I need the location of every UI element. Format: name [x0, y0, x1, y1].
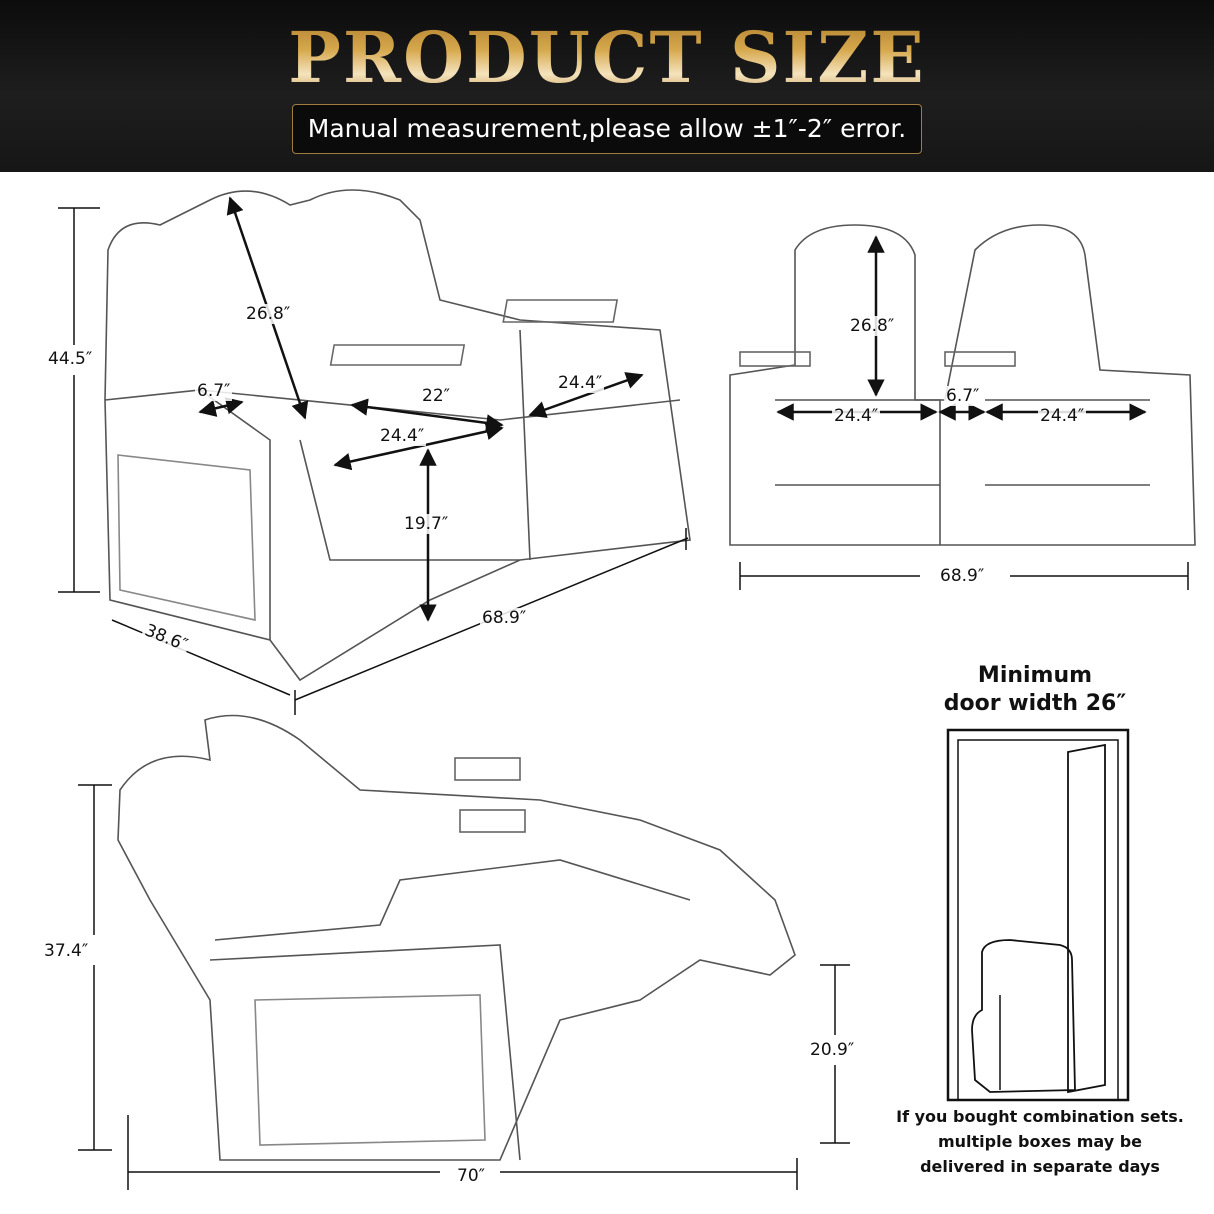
front-console-width-label: 6.7″	[944, 386, 982, 406]
front-seat-width-left-label: 24.4″	[832, 406, 881, 426]
seat-width-left-label: 24.4″	[378, 426, 427, 446]
shipping-note: If you bought combination sets. multiple…	[890, 1104, 1190, 1179]
shipping-note-line1: If you bought combination sets.	[896, 1107, 1184, 1126]
shipping-note-line3: delivered in separate days	[920, 1157, 1160, 1176]
dimension-drawings	[58, 189, 1196, 1190]
measurement-disclaimer: Manual measurement,please allow ±1″-2″ e…	[292, 104, 922, 154]
seat-width-right-label: 24.4″	[556, 373, 605, 393]
door-title-line1: Minimum	[977, 663, 1093, 688]
door-width-title: Minimum door width 26″	[900, 662, 1170, 718]
reclined-height-label: 37.4″	[42, 941, 91, 961]
total-height-label: 44.5″	[46, 349, 95, 369]
reclined-sofa-sketch	[117, 714, 796, 1161]
shipping-note-line2: multiple boxes may be	[937, 1132, 1143, 1151]
door-title-line2: door width 26″	[943, 691, 1127, 716]
front-dim-lines	[739, 235, 1189, 590]
door-frame-icon	[946, 728, 1130, 1102]
seat-height-label: 19.7″	[402, 514, 451, 534]
armrest-width-label: 6.7″	[195, 381, 233, 401]
console-width-label: 22″	[420, 386, 452, 406]
front-backrest-height-label: 26.8″	[848, 316, 897, 336]
front-seat-width-right-label: 24.4″	[1038, 406, 1087, 426]
total-width-angled-label: 68.9″	[480, 608, 529, 628]
reclined-dim-lines	[78, 784, 850, 1190]
front-sofa-sketch	[729, 224, 1196, 546]
backrest-height-label: 26.8″	[244, 304, 293, 324]
header-banner: PRODUCT SIZE Manual measurement,please a…	[0, 0, 1214, 172]
page-title: PRODUCT SIZE	[0, 18, 1214, 98]
front-total-width-label: 68.9″	[938, 566, 987, 586]
footrest-height-label: 20.9″	[808, 1040, 857, 1060]
reclined-length-label: 70″	[455, 1166, 487, 1186]
